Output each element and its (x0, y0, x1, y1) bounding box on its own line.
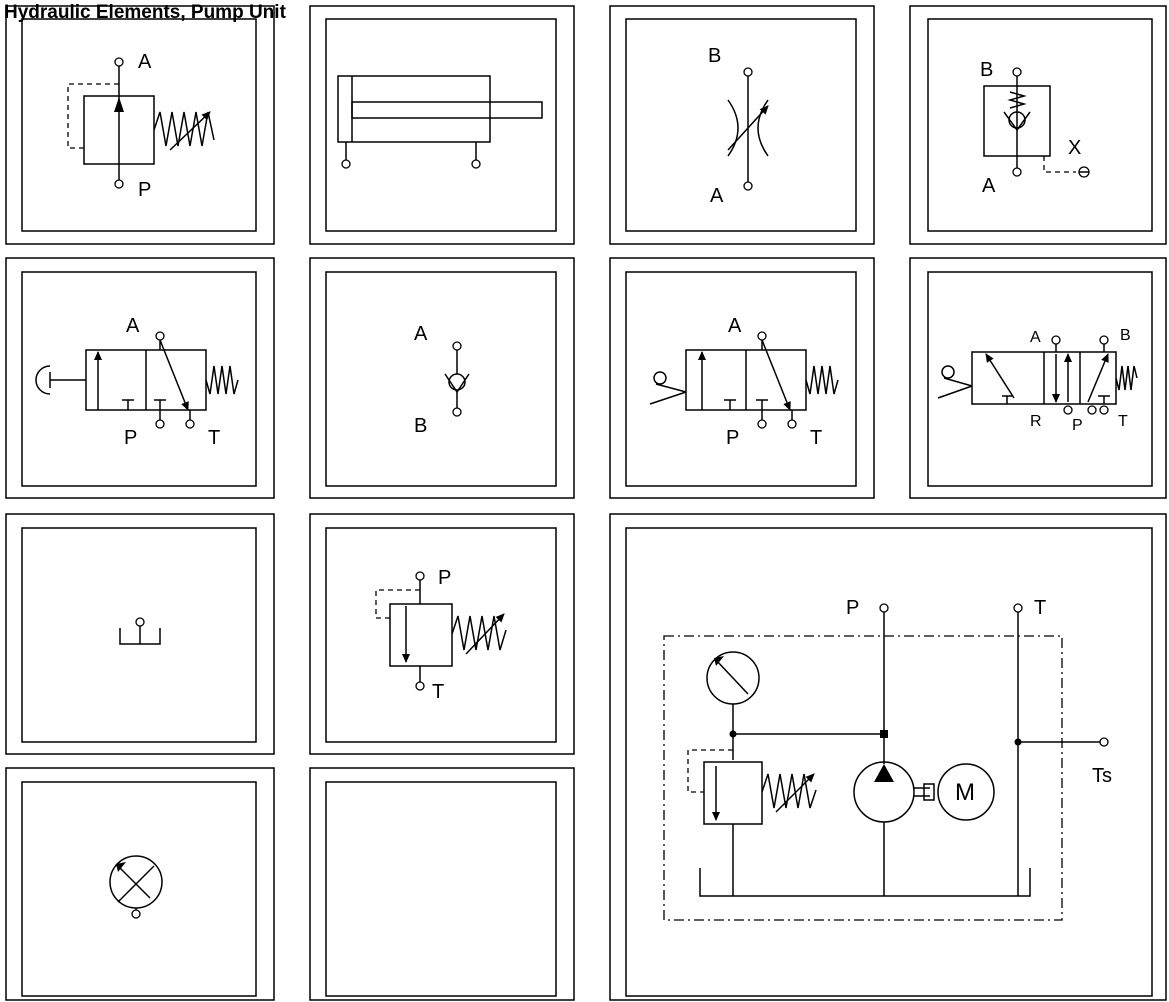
panel-valve-3-2-lever: A P T (609, 257, 875, 499)
port-b-label: B (708, 45, 721, 67)
panel-pump-unit: M P T Ts (609, 513, 1167, 1001)
panel-valve-3-2-push: A P T (5, 257, 275, 499)
port-t-label: T (432, 681, 444, 703)
port-p-label: P (124, 427, 137, 449)
panel-check-valve: A B (309, 257, 575, 499)
port-b-label: B (980, 59, 993, 81)
panel-empty (309, 767, 575, 1001)
pilot-x-label: X (1068, 137, 1081, 159)
port-b-label: B (414, 415, 427, 437)
port-a-label: A (138, 51, 152, 73)
port-p-label: P (138, 179, 151, 201)
port-a-label: A (710, 185, 724, 207)
port-p-label: P (1072, 417, 1083, 434)
port-ts-label: Ts (1092, 765, 1112, 787)
port-t-label: T (1118, 413, 1128, 430)
motor-label: M (955, 779, 975, 806)
port-t-label: T (208, 427, 220, 449)
port-a-label: A (414, 323, 428, 345)
port-r-label: R (1030, 413, 1042, 430)
panel-throttle: B A (609, 5, 875, 245)
port-p-label: P (846, 597, 859, 619)
panel-relief-valve-pt: P T (309, 513, 575, 755)
panel-relief-valve: A P (5, 5, 275, 245)
port-a-label: A (728, 315, 742, 337)
port-b-label: B (1120, 327, 1131, 344)
panel-pilot-check: B A X (909, 5, 1167, 245)
port-t-label: T (1034, 597, 1046, 619)
port-p-label: P (726, 427, 739, 449)
panel-tank (5, 513, 275, 755)
port-t-label: T (810, 427, 822, 449)
port-a-label: A (1030, 329, 1041, 346)
port-a-label: A (982, 175, 996, 197)
panel-pressure-gauge (5, 767, 275, 1001)
port-a-label: A (126, 315, 140, 337)
panel-cylinder (309, 5, 575, 245)
port-p-label: P (438, 567, 451, 589)
panel-valve-4-2-lever: A B R P T (909, 257, 1167, 499)
header-caption: Hydraulic Elements, Pump Unit (4, 2, 287, 23)
